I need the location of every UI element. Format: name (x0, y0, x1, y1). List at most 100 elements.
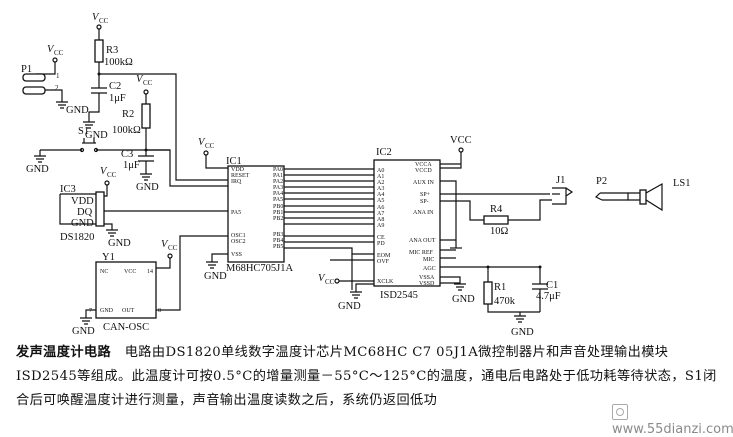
svg-text:OSC1: OSC1 (231, 233, 246, 239)
svg-text:1μF: 1μF (123, 160, 140, 171)
circuit-schematic: V CC R3 100kΩ C2 1μF GND V CC P1 1 2 GND… (21, 12, 691, 338)
resistor-r3 (94, 39, 104, 63)
svg-text:4.7μF: 4.7μF (536, 291, 561, 302)
svg-text:GND: GND (204, 271, 227, 282)
svg-text:PA0: PA0 (273, 167, 283, 173)
svg-text:OSC2: OSC2 (231, 239, 246, 245)
svg-text:EOM: EOM (377, 253, 391, 259)
caption-body: 电路由DS1820单线数字温度计芯片MC68HC C7 05J1A微控制器片和声… (16, 345, 717, 408)
svg-text:GND: GND (338, 301, 361, 312)
svg-text:GND: GND (85, 130, 108, 141)
svg-text:V: V (100, 166, 108, 177)
svg-text:PB5: PB5 (273, 244, 283, 250)
svg-text:LS1: LS1 (673, 178, 691, 189)
svg-text:VCCD: VCCD (415, 168, 432, 174)
svg-text:IC1: IC1 (226, 156, 242, 167)
svg-text:XCLK: XCLK (377, 279, 394, 285)
svg-text:VSSA: VSSA (419, 275, 435, 281)
svg-text:IC2: IC2 (376, 147, 392, 158)
svg-text:A6: A6 (377, 205, 384, 211)
svg-text:M68HC705J1A: M68HC705J1A (226, 263, 294, 274)
svg-text:AGC: AGC (423, 266, 436, 272)
svg-text:C2: C2 (109, 81, 121, 92)
caption-title: 发声温度计电路 (16, 345, 112, 360)
svg-text:VCC: VCC (124, 269, 136, 275)
chip-ic3-ds1820: IC3 V CC VDD DQ GND GND DS1820 (59, 166, 228, 249)
svg-text:DS1820: DS1820 (60, 232, 94, 243)
svg-text:10Ω: 10Ω (490, 226, 509, 237)
svg-text:R2: R2 (122, 109, 134, 120)
svg-text:OVF: OVF (377, 259, 390, 265)
svg-text:VSS: VSS (231, 252, 242, 258)
svg-text:MIC REF: MIC REF (409, 250, 434, 256)
svg-text:14: 14 (147, 269, 153, 275)
svg-text:GND: GND (66, 105, 89, 116)
vcc-r3: V CC (92, 12, 109, 30)
svg-text:S1: S1 (78, 126, 89, 137)
svg-text:SP+: SP+ (420, 192, 431, 198)
svg-text:P2: P2 (596, 176, 607, 187)
svg-text:AUX IN: AUX IN (413, 180, 434, 186)
watermark-text: www.55dianzi.com (612, 422, 733, 437)
svg-text:V: V (136, 74, 144, 85)
svg-text:C3: C3 (121, 149, 133, 160)
svg-text:V: V (198, 137, 206, 148)
svg-text:GND: GND (136, 182, 159, 193)
svg-text:PA2: PA2 (273, 179, 283, 185)
chip-ic2-isd2545: IC2 A0 A1 A2 A3 A4 A5 A6 A7 A8 A9 CE PD … (373, 147, 441, 301)
connector-p1: V CC P1 1 2 GND (21, 44, 89, 116)
svg-text:IC3: IC3 (60, 184, 76, 195)
svg-text:A2: A2 (377, 180, 384, 186)
svg-text:CC: CC (325, 278, 335, 286)
svg-text:VSSD: VSSD (419, 281, 435, 287)
speaker-ls1: P2 LS1 (594, 176, 691, 212)
svg-text:P1: P1 (21, 64, 32, 75)
vcc-r2: V CC (136, 74, 153, 95)
svg-text:R4: R4 (490, 204, 503, 215)
svg-text:100kΩ: 100kΩ (104, 57, 133, 68)
svg-text:R1: R1 (494, 282, 506, 293)
svg-text:PA4: PA4 (273, 191, 283, 197)
svg-text:8: 8 (158, 308, 161, 314)
svg-text:GND: GND (71, 218, 94, 229)
resistor-r1 (483, 281, 493, 305)
camera-icon (612, 404, 628, 420)
svg-text:CAN-OSC: CAN-OSC (103, 322, 149, 333)
svg-text:PA1: PA1 (273, 173, 283, 179)
svg-text:Y1: Y1 (102, 252, 115, 263)
svg-text:A7: A7 (377, 211, 384, 217)
svg-text:DQ: DQ (77, 207, 93, 218)
svg-text:GND: GND (72, 326, 95, 337)
svg-text:7: 7 (89, 308, 92, 314)
jack-j1: J1 (552, 175, 574, 205)
site-watermark: www.55dianzi.com (612, 404, 733, 437)
svg-text:GND: GND (511, 327, 534, 338)
svg-text:J1: J1 (556, 175, 565, 186)
svg-text:CC: CC (143, 79, 153, 87)
svg-text:PB1: PB1 (273, 210, 283, 216)
svg-text:ANA IN: ANA IN (413, 210, 434, 216)
svg-text:ANA OUT: ANA OUT (409, 238, 436, 244)
svg-text:VCCA: VCCA (415, 162, 432, 168)
svg-text:GND: GND (26, 164, 49, 175)
svg-text:A4: A4 (377, 192, 384, 198)
switch-s1: S1 GND (26, 126, 170, 175)
svg-text:VDD: VDD (71, 196, 94, 207)
svg-text:PB0: PB0 (273, 204, 283, 210)
svg-text:C1: C1 (546, 280, 558, 291)
oscillator-y1: V CC Y1 NC VCC 14 GND OUT 7 8 CAN-OSC GN… (72, 235, 228, 337)
svg-text:GND: GND (108, 238, 131, 249)
svg-text:PD: PD (377, 241, 385, 247)
svg-text:PA3: PA3 (273, 185, 283, 191)
svg-text:470k: 470k (494, 296, 516, 307)
svg-text:VCC: VCC (450, 135, 472, 146)
svg-text:VDD: VDD (231, 167, 245, 173)
svg-text:PB4: PB4 (273, 238, 283, 244)
svg-text:A0: A0 (377, 168, 384, 174)
svg-text:RESET: RESET (231, 173, 250, 179)
svg-text:1: 1 (56, 72, 60, 80)
svg-text:A3: A3 (377, 186, 384, 192)
svg-text:100kΩ: 100kΩ (112, 125, 141, 136)
svg-text:CC: CC (107, 171, 117, 179)
svg-text:GND: GND (452, 294, 475, 305)
